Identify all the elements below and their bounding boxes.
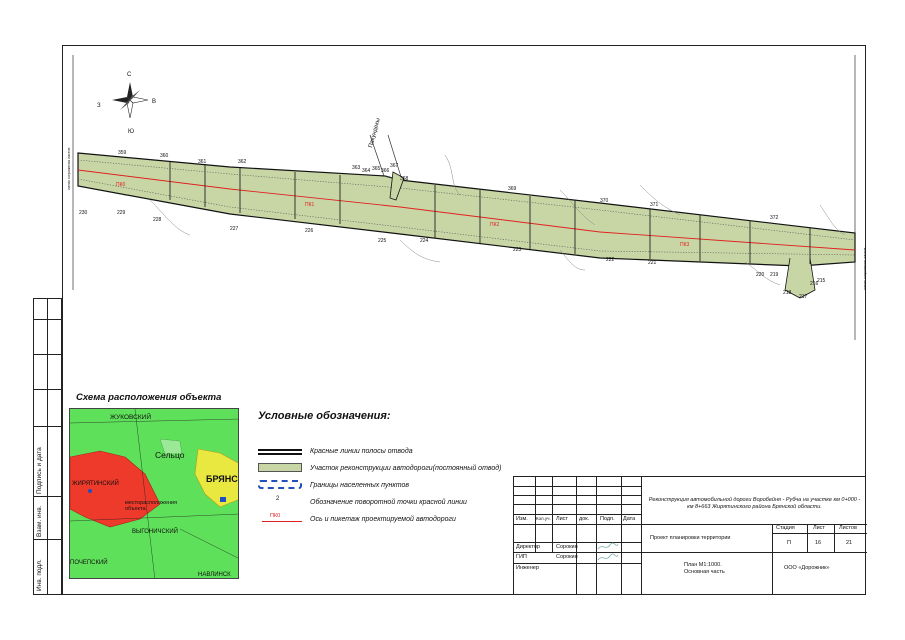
compass-east-label: В [152, 99, 156, 105]
point-label: 367 [390, 163, 399, 169]
point-label: 366 [381, 168, 390, 174]
compass-south-label: Ю [128, 129, 134, 135]
legend-item-red-lines: Красные линии полосы отвода [310, 448, 413, 455]
location-inset-map: ЖУКОВСКИЙ Сельцо БРЯНС ЖИРЯТИНСКИЙ место… [69, 408, 239, 579]
point-label: 371 [650, 202, 659, 208]
point-label: 229 [117, 210, 126, 216]
point-label: 363 [352, 165, 361, 171]
col-stage: Стадия [776, 525, 795, 531]
compass-west-label: З [97, 103, 101, 109]
point-label: 222 [606, 257, 615, 263]
sheet-value: 16 [815, 540, 822, 546]
point-label: 368 [400, 176, 409, 182]
city-bryansk [194, 448, 238, 508]
point-label: 215 [817, 278, 826, 284]
point-label: 228 [153, 217, 162, 223]
point-label: 227 [230, 226, 239, 232]
picket-label: ПК1 [305, 202, 315, 208]
signature-stamps [597, 542, 619, 561]
sheets-value: 21 [846, 540, 853, 546]
compass-north-label: С [127, 72, 132, 78]
header-list: Лист [556, 516, 568, 522]
point-label: 360 [160, 153, 169, 159]
project-title: Проект планировки территории [650, 535, 731, 541]
label-zhukovsky: ЖУКОВСКИЙ [110, 414, 151, 421]
label-object-location: месторасположения объекта [125, 500, 177, 512]
side-road-south [784, 257, 816, 299]
role-engineer: Инженер [516, 565, 539, 571]
legend-symbol-reconstruction [258, 463, 302, 472]
legend-symbol-picket: ПК0 [270, 513, 281, 519]
point-label: 218 [783, 290, 792, 296]
point-label: 359 [118, 150, 127, 156]
label-bryansk: БРЯНС [206, 474, 238, 484]
plan-scale: План М1:1000. [684, 562, 722, 568]
stage-value: П [787, 540, 791, 546]
side-stamp: Инв. подл. Подпись и дата Взам. инв. [33, 298, 62, 595]
point-label: 220 [756, 272, 765, 278]
point-label: 217 [799, 294, 808, 300]
plan-part: Основная часть [684, 569, 725, 575]
point-label: 230 [79, 210, 88, 216]
legend-item-axis: Ось и пикетаж проектируемой автодороги [310, 516, 456, 523]
point-label: 216 [810, 281, 819, 287]
point-label: 372 [770, 215, 779, 221]
road-name-label: Пакундекы [368, 118, 382, 149]
city-seltso [159, 438, 183, 455]
legend-item-boundaries: Границы населенных пунктов [310, 482, 410, 489]
drawing-frame [62, 45, 866, 595]
label-vygonichsky: ВЫГОНИЧСКИЙ [132, 529, 178, 535]
junction-note-left: линия сопряжения листов [67, 148, 71, 190]
role-director: Директор [516, 544, 540, 550]
road-axis [77, 169, 856, 251]
point-label: 223 [513, 247, 522, 253]
schema-title: Схема расположения объекта [76, 392, 222, 403]
legend-item-reconstruction: Участок реконструкции автодороги(постоян… [310, 465, 502, 472]
hatch-bottom [77, 178, 856, 256]
label-seltso: Сельцо [155, 450, 185, 460]
header-doc: док. [579, 516, 590, 522]
point-label: 225 [378, 238, 387, 244]
label-zhiryatinsky: ЖИРЯТИНСКИЙ [72, 481, 119, 487]
picket-label: ПК0 [116, 182, 126, 188]
header-kol-uch: Кол.уч. [536, 516, 551, 521]
point-label: 365 [372, 166, 381, 172]
district-zhiryatinsky [70, 450, 161, 528]
point-label: 370 [600, 198, 609, 204]
legend-symbol-turning-point: 2 [276, 496, 280, 502]
company-name: ООО «Дорожник» [784, 565, 830, 571]
name-director: Сорокин [556, 544, 578, 550]
legend-symbol-red-lines [258, 449, 302, 455]
label-pochepsky: ПОЧЕПСКИЙ [70, 560, 108, 566]
col-sheet: Лист [813, 525, 825, 531]
point-label: 361 [198, 159, 207, 165]
point-label: 369 [508, 186, 517, 192]
header-izm: Изм. [516, 516, 528, 522]
road-corridor [77, 152, 856, 267]
point-label: 224 [420, 238, 429, 244]
picket-label: ПК2 [490, 222, 500, 228]
header-date: Дата [623, 516, 636, 522]
title-block: Изм. Кол.уч. Лист док. Подп. Дата Директ… [513, 476, 867, 595]
point-label: 362 [238, 159, 247, 165]
point-label: 219 [770, 272, 779, 278]
cross-ticks [169, 162, 811, 264]
picket-label: ПК3 [680, 242, 690, 248]
legend-symbol-boundaries [258, 480, 302, 489]
compass-rose [112, 82, 149, 119]
legend-item-turning-point: Обозначение поворотной точки красной лин… [310, 499, 467, 506]
legend-title: Условные обозначения: [258, 410, 391, 422]
point-label: 364 [362, 168, 371, 174]
col-sheets: Листов [839, 525, 857, 531]
junction-note-right: линия сопряжения листов [863, 248, 867, 290]
point-label: 226 [305, 228, 314, 234]
header-sign: Подп. [600, 516, 615, 522]
object-title: Реконструкция автомобильной дороги Вороб… [648, 497, 861, 510]
point-label: 221 [648, 260, 657, 266]
role-gip: ГИП [516, 554, 527, 560]
label-navlinsky: НАВЛИНСК [198, 572, 231, 578]
name-gip: Сорокин [556, 554, 578, 560]
